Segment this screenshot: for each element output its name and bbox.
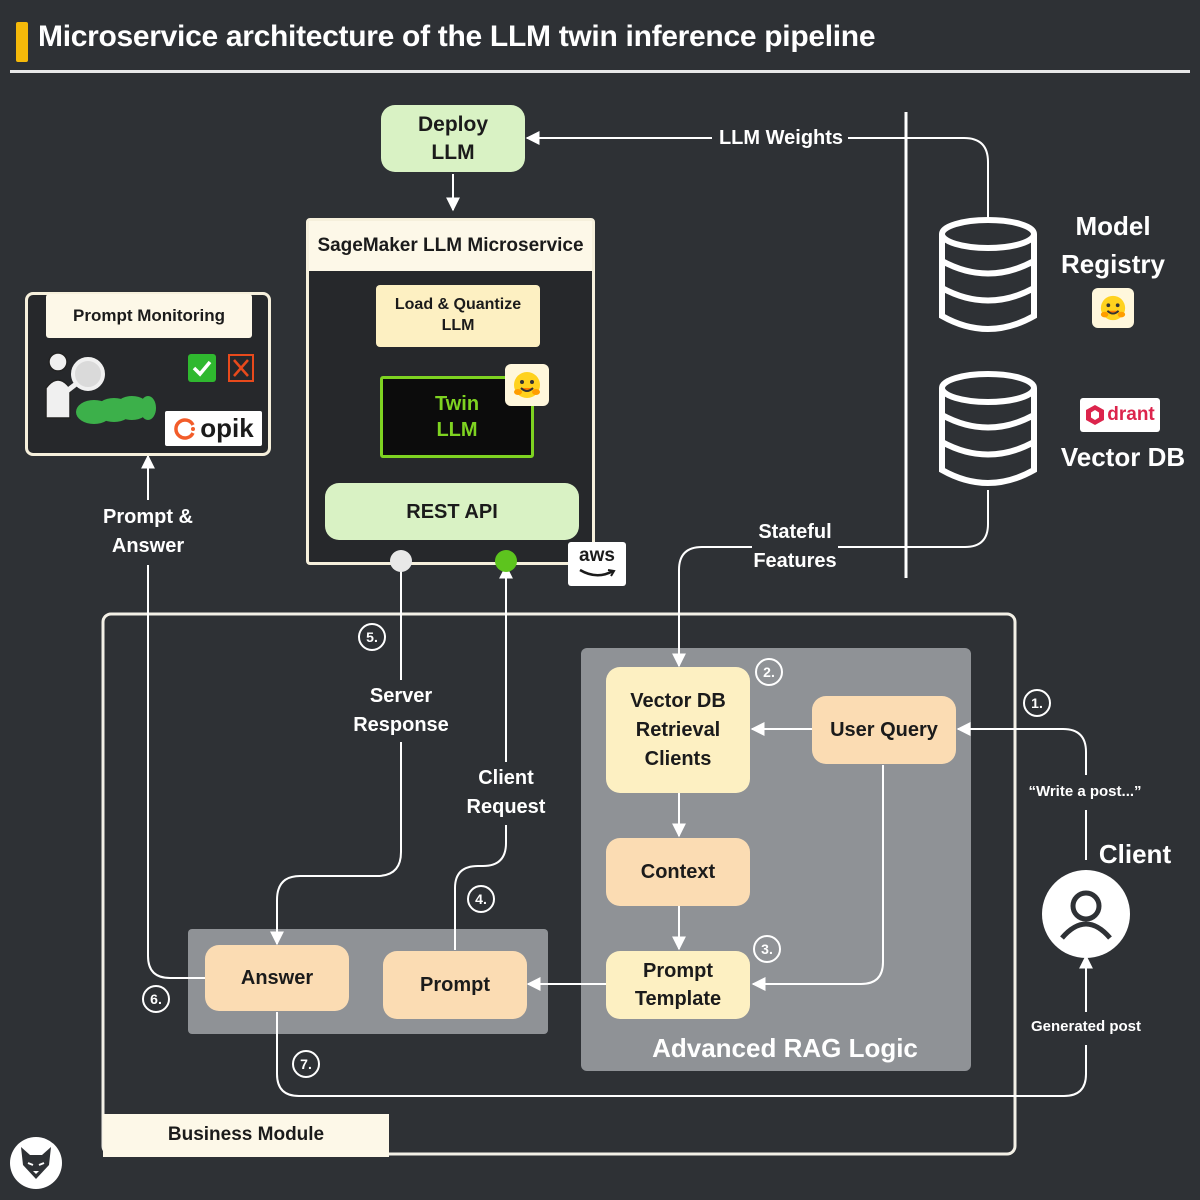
client-label: Client bbox=[1098, 839, 1172, 869]
context-label: Context bbox=[640, 861, 716, 883]
prompt-template-box: Prompt Template bbox=[606, 951, 750, 1019]
twin-llm-label: Twin LLM bbox=[434, 393, 480, 441]
sagemaker-title: SageMaker LLM Microservice bbox=[309, 221, 592, 271]
step-4-badge: 4. bbox=[467, 885, 495, 913]
llm-weights-label: LLM Weights bbox=[718, 127, 844, 149]
prompt-label: Prompt bbox=[420, 974, 490, 996]
step-6-badge: 6. bbox=[142, 985, 170, 1013]
user-query-box: User Query bbox=[812, 696, 956, 764]
prompt-answer-label: Prompt & Answer bbox=[103, 506, 193, 557]
client-request-label: Client Request bbox=[466, 767, 546, 818]
generated-post-label: Generated post bbox=[1030, 1018, 1142, 1035]
context-box: Context bbox=[606, 838, 750, 906]
deploy-llm-box: Deploy LLM bbox=[381, 105, 525, 172]
vector-db-retrieval-box: Vector DB Retrieval Clients bbox=[606, 667, 750, 793]
stateful-features-label: Stateful Features bbox=[753, 521, 837, 572]
server-response-label: Server Response bbox=[353, 685, 449, 736]
vector-db-label: Vector DB bbox=[1060, 442, 1186, 472]
vector-db-icon bbox=[936, 370, 1040, 492]
prompt-template-label: Prompt Template bbox=[634, 960, 722, 1010]
huggingface-icon bbox=[505, 364, 549, 406]
opik-label: opik bbox=[200, 413, 254, 443]
qdrant-logo: drant bbox=[1080, 398, 1160, 432]
answer-box: Answer bbox=[205, 945, 349, 1011]
write-post-label: “Write a post...” bbox=[1028, 783, 1142, 800]
load-quantize-label: Load & Quantize LLM bbox=[394, 296, 522, 334]
response-port bbox=[390, 550, 412, 572]
prompt-box: Prompt bbox=[383, 951, 527, 1019]
model-registry-label: Model Registry bbox=[1060, 211, 1166, 279]
user-query-label: User Query bbox=[830, 719, 938, 741]
prompt-monitoring-title: Prompt Monitoring bbox=[46, 294, 252, 338]
aws-label: aws bbox=[579, 545, 615, 566]
answer-label: Answer bbox=[240, 967, 314, 989]
deploy-llm-label: Deploy LLM bbox=[417, 113, 488, 164]
step-3-badge: 3. bbox=[753, 935, 781, 963]
load-quantize-box: Load & Quantize LLM bbox=[376, 285, 540, 347]
detective-icon bbox=[36, 348, 156, 430]
client-avatar bbox=[1042, 870, 1130, 958]
step-5-badge: 5. bbox=[358, 623, 386, 651]
model-registry-db-icon bbox=[936, 216, 1040, 338]
check-icon bbox=[188, 354, 216, 382]
twin-llm-box: Twin LLM bbox=[380, 376, 534, 458]
step-1-badge: 1. bbox=[1023, 689, 1051, 717]
step-2-badge: 2. bbox=[755, 658, 783, 686]
rest-api-label: REST API bbox=[406, 500, 498, 523]
aws-logo: aws bbox=[568, 542, 626, 586]
title-divider bbox=[10, 70, 1190, 73]
rest-api-box: REST API bbox=[325, 483, 579, 540]
wolf-logo-icon bbox=[10, 1137, 62, 1189]
qdrant-label: drant bbox=[1107, 404, 1155, 425]
business-module-label: Business Module bbox=[103, 1114, 389, 1157]
rag-title: Advanced RAG Logic bbox=[652, 1033, 918, 1063]
title-accent-bar bbox=[16, 22, 28, 62]
cross-icon bbox=[228, 354, 254, 382]
opik-logo: opik bbox=[165, 411, 262, 446]
request-port bbox=[495, 550, 517, 572]
registry-huggingface-icon bbox=[1092, 288, 1134, 328]
step-7-badge: 7. bbox=[292, 1050, 320, 1078]
vector-db-retrieval-label: Vector DB Retrieval Clients bbox=[630, 689, 726, 770]
business-module-frame bbox=[101, 612, 1017, 1156]
page-title: Microservice architecture of the LLM twi… bbox=[38, 20, 876, 53]
